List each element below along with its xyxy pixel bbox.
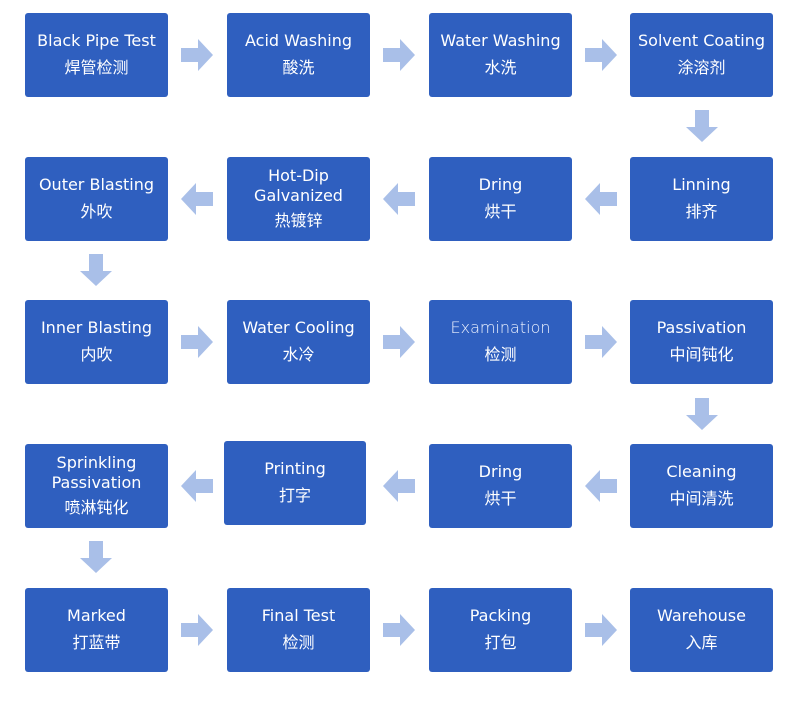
step-label-en: Hot-Dip Galvanized: [254, 166, 343, 205]
step-label-en: Solvent Coating: [638, 31, 765, 50]
step-water-washing: Water Washing 水洗: [429, 13, 572, 97]
arrow-right-icon: [585, 614, 617, 646]
step-label-en: Sprinkling Passivation: [51, 453, 142, 492]
step-label-zh: 中间钝化: [669, 345, 734, 364]
step-label-zh: 涂溶剂: [677, 58, 726, 77]
step-hot-dip-galvanized: Hot-Dip Galvanized 热镀锌: [227, 157, 370, 241]
step-sprinkling-passivation: Sprinkling Passivation 喷淋钝化: [25, 444, 168, 528]
arrow-down-icon: [80, 541, 112, 573]
step-label-en: Water Washing: [440, 31, 561, 50]
step-label-en: Printing: [264, 459, 326, 478]
arrow-right-icon: [181, 614, 213, 646]
arrow-down-icon: [686, 398, 718, 430]
arrow-left-icon: [383, 470, 415, 502]
step-label-en: Water Cooling: [242, 318, 355, 337]
step-label-en: Packing: [469, 606, 532, 625]
arrow-right-icon: [383, 326, 415, 358]
step-label-en: Black Pipe Test: [37, 31, 156, 50]
step-label-zh: 中间清洗: [669, 489, 734, 508]
step-label-zh: 烘干: [484, 202, 517, 221]
arrow-left-icon: [383, 183, 415, 215]
step-label-zh: 焊管检测: [64, 58, 129, 77]
step-label-zh: 酸洗: [282, 58, 315, 77]
arrow-right-icon: [585, 326, 617, 358]
arrow-left-icon: [181, 183, 213, 215]
step-warehouse: Warehouse 入库: [630, 588, 773, 672]
step-dring-2: Dring 烘干: [429, 444, 572, 528]
step-label-zh: 排齐: [685, 202, 718, 221]
step-label-en: Final Test: [261, 606, 336, 625]
arrow-right-icon: [383, 614, 415, 646]
arrow-left-icon: [181, 470, 213, 502]
step-printing: Printing 打字: [224, 441, 366, 525]
step-packing: Packing 打包: [429, 588, 572, 672]
step-label-zh: 水冷: [282, 345, 315, 364]
step-label-zh: 内吹: [80, 345, 113, 364]
arrow-right-icon: [181, 326, 213, 358]
step-label-zh: 外吹: [80, 202, 113, 221]
arrow-down-icon: [686, 110, 718, 142]
step-acid-washing: Acid Washing 酸洗: [227, 13, 370, 97]
arrow-left-icon: [585, 470, 617, 502]
step-label-en: Warehouse: [657, 606, 746, 625]
step-label-en: Marked: [67, 606, 126, 625]
step-label-en: Outer Blasting: [38, 175, 155, 194]
step-examination: Examination 检测: [429, 300, 572, 384]
step-black-pipe-test: Black Pipe Test 焊管检测: [25, 13, 168, 97]
step-label-zh: 检测: [484, 345, 517, 364]
step-label-en: Acid Washing: [245, 31, 352, 50]
step-label-zh: 烘干: [484, 489, 517, 508]
step-label-en: Examination: [450, 318, 551, 337]
step-label-zh: 打蓝带: [72, 633, 121, 652]
step-label-zh: 打包: [484, 633, 517, 652]
arrow-right-icon: [181, 39, 213, 71]
step-label-en: Dring: [478, 175, 523, 194]
step-solvent-coating: Solvent Coating 涂溶剂: [630, 13, 773, 97]
arrow-right-icon: [383, 39, 415, 71]
step-label-en: Dring: [478, 462, 523, 481]
step-marked: Marked 打蓝带: [25, 588, 168, 672]
step-inner-blasting: Inner Blasting 内吹: [25, 300, 168, 384]
step-water-cooling: Water Cooling 水冷: [227, 300, 370, 384]
step-label-zh: 打字: [278, 486, 311, 505]
arrow-down-icon: [80, 254, 112, 286]
step-outer-blasting: Outer Blasting 外吹: [25, 157, 168, 241]
step-label-en: Cleaning: [666, 462, 737, 481]
step-label-zh: 水洗: [484, 58, 517, 77]
step-linning: Linning 排齐: [630, 157, 773, 241]
arrow-left-icon: [585, 183, 617, 215]
step-final-test: Final Test 检测: [227, 588, 370, 672]
step-label-zh: 入库: [685, 633, 718, 652]
step-cleaning: Cleaning 中间清洗: [630, 444, 773, 528]
step-label-zh: 热镀锌: [274, 211, 323, 230]
step-passivation: Passivation 中间钝化: [630, 300, 773, 384]
step-label-en: Passivation: [656, 318, 747, 337]
step-label-zh: 检测: [282, 633, 315, 652]
step-label-zh: 喷淋钝化: [64, 498, 129, 517]
step-label-en: Inner Blasting: [40, 318, 153, 337]
arrow-right-icon: [585, 39, 617, 71]
step-dring-1: Dring 烘干: [429, 157, 572, 241]
step-label-en: Linning: [672, 175, 731, 194]
